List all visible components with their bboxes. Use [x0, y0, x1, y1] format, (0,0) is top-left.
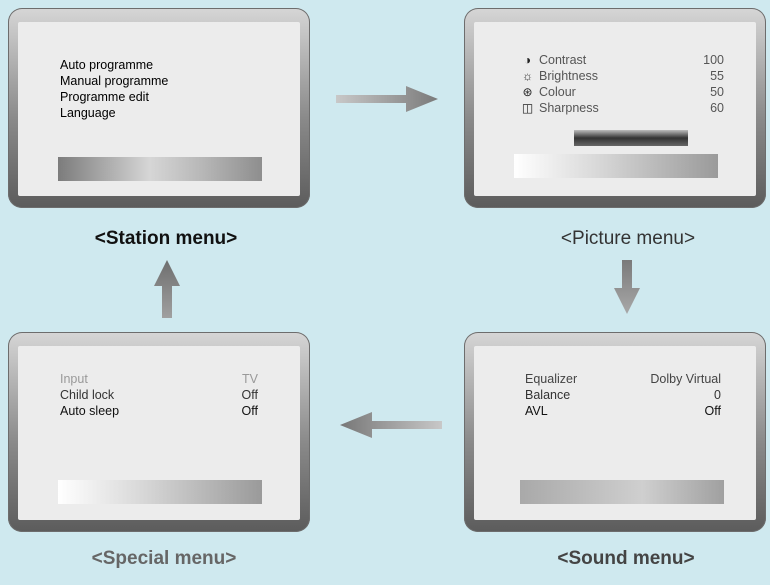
picture-menu-screen	[464, 8, 766, 208]
child-lock-value: Off	[241, 388, 258, 402]
picture-menu-caption: <Picture menu>	[560, 228, 696, 249]
sound-row-equalizer[interactable]: Equalizer Dolby Virtual	[525, 371, 721, 387]
brightness-icon: ☼	[522, 69, 533, 83]
station-menu-caption: <Station menu>	[94, 228, 238, 249]
picture-menu-highlight-bar	[574, 130, 688, 146]
brightness-value: 55	[710, 69, 724, 83]
special-row-input[interactable]: Input TV	[60, 371, 258, 387]
station-menu-screen: Auto programme Manual programme Programm…	[8, 8, 310, 208]
station-menu-panel: Auto programme Manual programme Programm…	[18, 22, 300, 196]
sharpness-label: Sharpness	[539, 101, 599, 115]
special-menu-screen	[8, 332, 310, 532]
picture-menu-bar	[514, 154, 718, 178]
sound-row-balance[interactable]: Balance 0	[525, 387, 721, 403]
input-label: Input	[60, 372, 88, 386]
balance-value: 0	[714, 388, 721, 402]
picture-menu-panel	[474, 22, 756, 196]
input-value: TV	[242, 372, 258, 386]
arrow-down-icon	[614, 260, 640, 314]
special-menu-panel	[18, 346, 300, 520]
station-item-programme-edit[interactable]: Programme edit	[60, 90, 149, 104]
special-row-child-lock[interactable]: Child lock Off	[60, 387, 258, 403]
sharpness-icon: ◫	[521, 101, 534, 115]
sound-menu-screen	[464, 332, 766, 532]
sharpness-value: 60	[710, 101, 724, 115]
station-menu-bar	[58, 157, 262, 181]
picture-row-brightness[interactable]: ☼ Brightness 55	[520, 68, 724, 84]
colour-label: Colour	[539, 85, 576, 99]
colour-icon: ⊛	[522, 85, 533, 99]
auto-sleep-label: Auto sleep	[60, 404, 120, 418]
auto-sleep-value: Off	[241, 404, 258, 418]
brightness-label: Brightness	[539, 69, 599, 83]
arrow-left-icon	[340, 412, 442, 438]
sound-menu-bar	[520, 480, 724, 504]
contrast-icon: ◑	[523, 53, 532, 67]
colour-value: 50	[710, 85, 724, 99]
avl-value: Off	[704, 404, 721, 418]
picture-row-colour[interactable]: ⊛ Colour 50	[520, 84, 724, 100]
contrast-label: Contrast	[539, 53, 587, 67]
station-item-auto-programme[interactable]: Auto programme	[60, 58, 154, 72]
arrow-right-icon	[336, 86, 438, 112]
special-menu-caption: <Special menu>	[91, 548, 237, 569]
special-menu-bar	[58, 480, 262, 504]
sound-row-avl[interactable]: AVL Off	[525, 403, 721, 419]
station-menu-list: Auto programme Manual programme Programm…	[60, 57, 168, 121]
sound-menu-caption: <Sound menu>	[557, 548, 695, 569]
contrast-value: 100	[703, 53, 724, 67]
arrow-up-icon	[154, 260, 180, 318]
equalizer-value: Dolby Virtual	[650, 372, 721, 386]
avl-label: AVL	[525, 404, 548, 418]
balance-label: Balance	[525, 388, 571, 402]
station-item-language[interactable]: Language	[60, 106, 116, 120]
station-item-manual-programme[interactable]: Manual programme	[60, 74, 169, 88]
equalizer-label: Equalizer	[525, 372, 578, 386]
sound-menu-panel	[474, 346, 756, 520]
special-row-auto-sleep[interactable]: Auto sleep Off	[60, 403, 258, 419]
picture-row-contrast[interactable]: ◑ Contrast 100	[520, 52, 724, 68]
picture-row-sharpness[interactable]: ◫ Sharpness 60	[520, 100, 724, 116]
child-lock-label: Child lock	[60, 388, 115, 402]
